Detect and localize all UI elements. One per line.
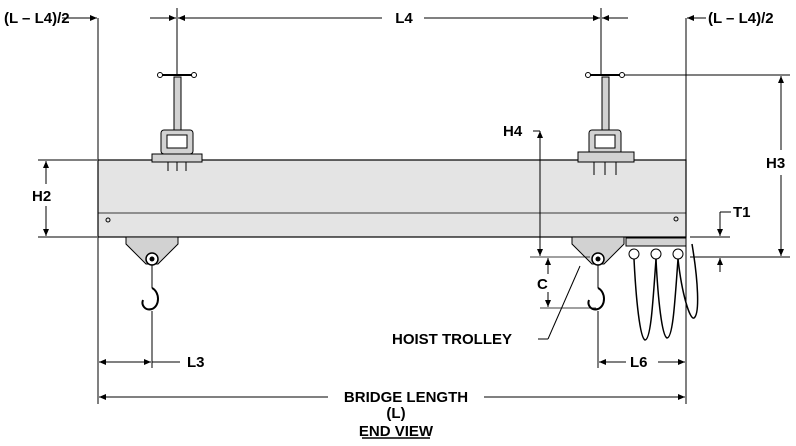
- left-runway-hanger: [151, 72, 203, 171]
- left-trolley-wheel-window: [166, 134, 188, 149]
- hoist-trolley-callout: HOIST TROLLEY: [392, 265, 581, 348]
- half-offset-left-label: (L – L4)/2: [4, 10, 70, 27]
- c-dimension: C: [537, 258, 596, 309]
- hoist-trolley-label: HOIST TROLLEY: [392, 331, 512, 348]
- girder-bolt-right: [673, 216, 679, 222]
- l3-label: L3: [187, 354, 205, 371]
- h4-dimension: H4: [503, 123, 590, 258]
- bridge-girder: [97, 159, 687, 238]
- l3-dimension: L3: [97, 237, 205, 404]
- left-end-saddle: [151, 153, 203, 163]
- right-end-saddle: [577, 151, 635, 163]
- right-hoist-sheave-hub: [595, 256, 601, 262]
- half-offset-right-label: (L – L4)/2: [708, 10, 774, 27]
- right-hook: [587, 287, 605, 311]
- hoist-trolley-leader-b: [547, 265, 581, 340]
- bridge-length-label: BRIDGE LENGTH: [344, 389, 468, 406]
- festoon-loop-2: [655, 258, 679, 339]
- left-trolley-body: [125, 236, 179, 265]
- view-title: END VIEW: [359, 423, 434, 440]
- l4-label: L4: [395, 10, 413, 27]
- festoon-loop-1: [633, 258, 657, 341]
- festoon-trolley-2: [650, 248, 662, 260]
- right-trolley-wheel-window: [594, 134, 616, 149]
- c-label: C: [537, 276, 548, 293]
- left-hoist-sheave-hub: [149, 256, 155, 262]
- left-hoist-trolley: [125, 236, 179, 311]
- girder-body: [97, 159, 687, 238]
- festoon-trolley-3: [672, 248, 684, 260]
- right-vertical-dimensions: H3 T1: [624, 74, 790, 272]
- right-trolley-body: [571, 236, 625, 265]
- right-hanger-end-left: [585, 72, 591, 78]
- h2-label: H2: [32, 188, 51, 205]
- right-runway-hanger: [577, 72, 635, 175]
- left-hanger-end-left: [157, 72, 163, 78]
- festoon-track: [625, 237, 687, 247]
- end-view-title: END VIEW: [359, 423, 434, 440]
- l6-label: L6: [630, 354, 648, 371]
- h2-dimension: H2: [32, 159, 97, 238]
- left-hanger-end-right: [191, 72, 197, 78]
- t1-label: T1: [733, 204, 751, 221]
- girder-bolt-left: [105, 217, 111, 223]
- right-hanger-end-right: [619, 72, 625, 78]
- festoon-loop-3: [677, 243, 699, 319]
- left-hook: [141, 287, 159, 311]
- right-hoist-trolley: [571, 236, 699, 341]
- bridge-length-symbol: (L): [386, 405, 405, 422]
- bridge-length-dimension: BRIDGE LENGTH (L): [99, 389, 685, 422]
- h4-label: H4: [503, 123, 523, 140]
- h3-label: H3: [766, 155, 785, 172]
- left-hanger-rod: [173, 76, 182, 133]
- right-hanger-rod: [601, 76, 610, 133]
- festoon-trolley-1: [628, 248, 640, 260]
- top-dimension-row: (L – L4)/2 L4 (L – L4)/2: [4, 8, 774, 160]
- l6-dimension: L6: [597, 237, 687, 404]
